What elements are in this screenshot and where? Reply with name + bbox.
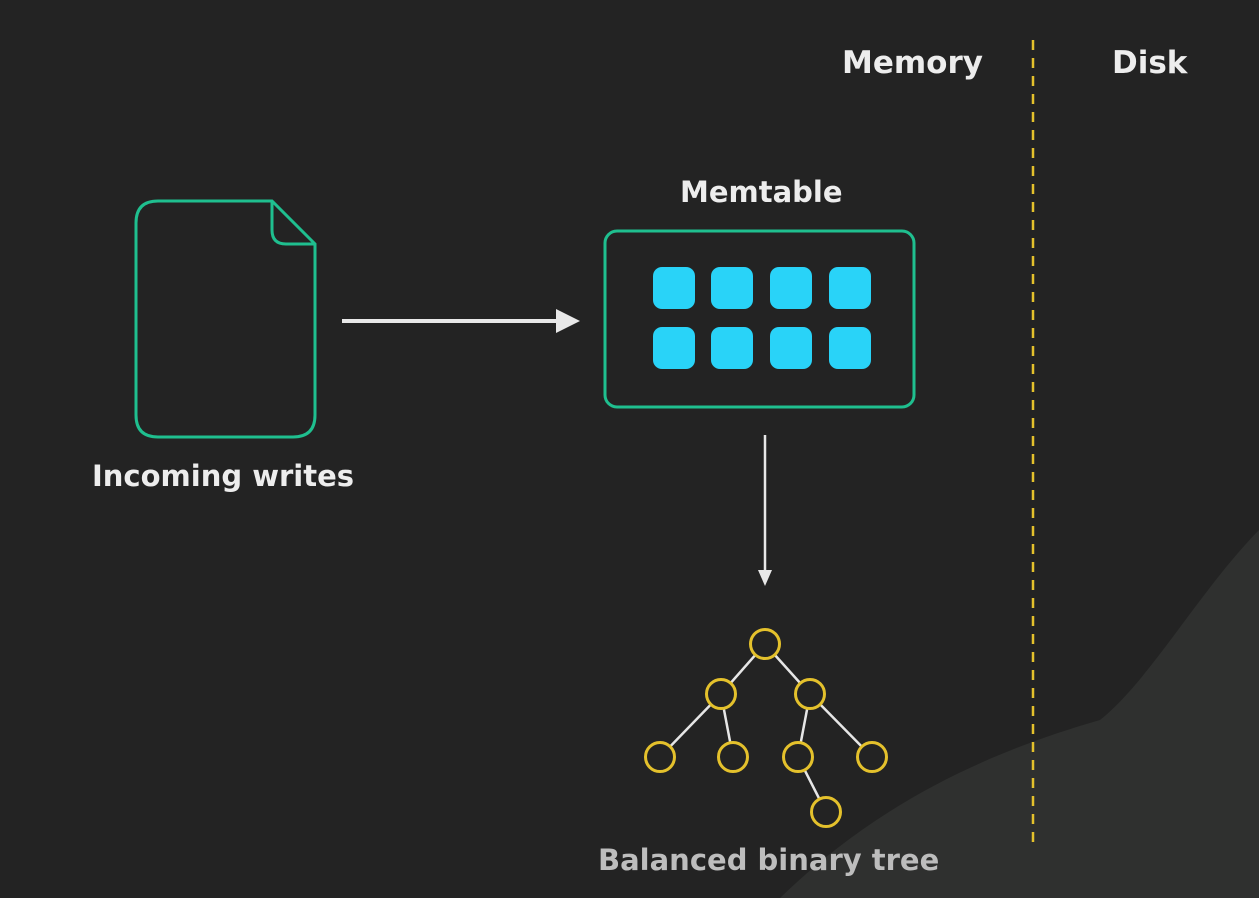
memtable-cell-icon	[770, 267, 812, 309]
memtable-cells	[653, 267, 871, 369]
tree-node-icon	[644, 741, 676, 773]
document-icon	[134, 199, 317, 439]
document-fold-icon	[270, 201, 315, 246]
tree-node-icon	[749, 628, 781, 660]
tree-edges	[659, 643, 873, 813]
memtable-cell-icon	[711, 327, 753, 369]
incoming-writes-label: Incoming writes	[92, 459, 355, 493]
memtable-label: Memtable	[680, 175, 843, 209]
memtable-cell-icon	[653, 327, 695, 369]
balanced-tree-label: Balanced binary tree	[598, 843, 940, 877]
memtable-cell-icon	[829, 267, 871, 309]
tree-node-icon	[856, 741, 888, 773]
memtable-cell-icon	[770, 327, 812, 369]
tree-node-icon	[810, 796, 842, 828]
tree-nodes	[644, 628, 888, 828]
memtable-box	[603, 229, 916, 409]
memtable-cell-icon	[653, 267, 695, 309]
disk-label: Disk	[1112, 45, 1188, 81]
arrow-to-memtable-head	[556, 309, 580, 333]
tree-node-icon	[794, 678, 826, 710]
arrow-to-tree-head	[758, 570, 772, 586]
tree-node-icon	[782, 741, 814, 773]
tree-node-icon	[705, 678, 737, 710]
memtable-cell-icon	[711, 267, 753, 309]
memtable-cell-icon	[829, 327, 871, 369]
memory-label: Memory	[842, 45, 983, 81]
tree-node-icon	[717, 741, 749, 773]
